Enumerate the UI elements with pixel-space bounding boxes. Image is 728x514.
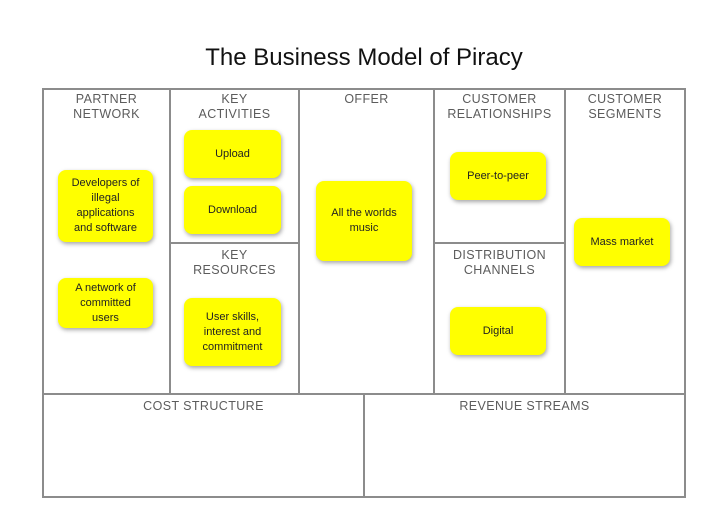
diagram-title: The Business Model of Piracy	[205, 44, 523, 71]
sticky-note-network: A network of committed users	[58, 278, 153, 328]
sticky-note-upload: Upload	[184, 130, 281, 178]
section-label-cost-structure: COST STRUCTURE	[143, 399, 264, 413]
divider-relationships-segments	[564, 88, 566, 394]
divider-activities-resources	[169, 242, 300, 244]
divider-cost-revenue	[363, 394, 365, 498]
sticky-note-user-skills: User skills, interest and commitment	[184, 298, 281, 366]
section-label-revenue-streams: REVENUE STREAMS	[459, 399, 590, 413]
section-label-distribution-channels: DISTRIBUTION CHANNELS	[453, 248, 546, 277]
sticky-note-mass-market: Mass market	[574, 218, 670, 266]
section-label-customer-relationships: CUSTOMER RELATIONSHIPS	[447, 92, 552, 121]
section-label-customer-segments: CUSTOMER SEGMENTS	[587, 92, 663, 121]
section-label-key-activities: KEY ACTIVITIES	[198, 92, 271, 121]
divider-relationships-channels	[433, 242, 566, 244]
sticky-note-digital: Digital	[450, 307, 546, 355]
sticky-note-all-music: All the worlds music	[316, 181, 412, 261]
divider-activities-offer	[298, 88, 300, 394]
divider-offer-relationships	[433, 88, 435, 394]
sticky-note-developers: Developers of illegal applications and s…	[58, 170, 153, 242]
section-label-offer: OFFER	[344, 92, 389, 106]
divider-partner-activities	[169, 88, 171, 394]
divider-top-bottom	[42, 393, 686, 395]
sticky-note-download: Download	[184, 186, 281, 234]
section-label-partner-network: PARTNER NETWORK	[73, 92, 140, 121]
section-label-key-resources: KEY RESOURCES	[193, 248, 276, 277]
sticky-note-peer-to-peer: Peer-to-peer	[450, 152, 546, 200]
